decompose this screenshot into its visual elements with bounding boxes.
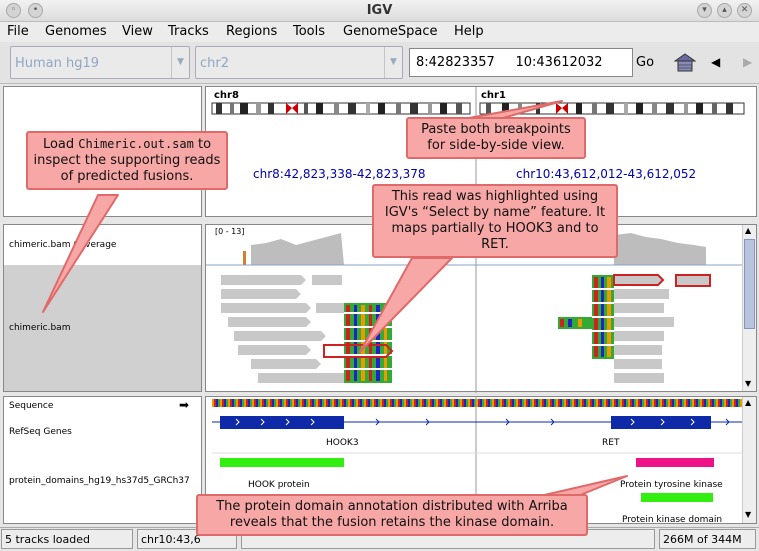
data-name-panel: chimeric.bam Coverage chimeric.bam [3,224,202,392]
feature-name-panel: Sequence ➡ RefSeq Genes protein_domains_… [3,396,202,524]
menu-tools[interactable]: Tools [293,24,326,39]
refseq-track-label[interactable]: RefSeq Genes [9,427,72,437]
genome-dropdown[interactable]: Human hg19 ▼ [10,46,190,79]
chromosome-dropdown[interactable]: chr2 ▼ [195,46,403,79]
sequence-track-label[interactable]: Sequence [9,401,54,411]
chevron-down-icon: ▼ [384,47,402,78]
gene-hook3-label: HOOK3 [326,438,359,448]
minimize-icon[interactable]: ▾ [697,3,712,18]
app-menu-icon[interactable]: ◦ [6,3,21,18]
maximize-icon[interactable]: ▴ [717,3,732,18]
chromosome-value: chr2 [200,56,230,71]
menu-regions[interactable]: Regions [226,24,278,39]
scroll-up-icon[interactable]: ▲ [745,398,752,407]
callout-paste-text: Paste both breakpoints for side-by-side … [421,122,571,153]
menu-bar: File Genomes View Tracks Regions Tools G… [0,22,759,42]
scrollbar-thumb[interactable] [744,239,755,329]
menu-genomespace[interactable]: GenomeSpace [343,24,438,39]
gene-ret-label: RET [602,438,620,448]
callout-protein-text: The protein domain annotation distribute… [216,499,568,530]
right-locus-label: chr10:43,612,012-43,612,052 [516,167,697,181]
callout-paste-breakpoints: Paste both breakpoints for side-by-side … [406,117,586,159]
pin-icon[interactable]: • [28,3,43,18]
scroll-up-icon[interactable]: ▲ [745,226,752,235]
callout-protein-domain: The protein domain annotation distribute… [196,494,588,536]
genome-value: Human hg19 [15,56,100,71]
menu-tracks[interactable]: Tracks [168,24,209,39]
coverage-track-label[interactable]: chimeric.bam Coverage [9,240,117,250]
ideogram-left-chr: chr8 [214,90,239,101]
bam-track-label[interactable]: chimeric.bam [9,323,71,333]
back-icon[interactable]: ◀ [711,55,721,69]
ideogram-right-chr: chr1 [481,90,506,101]
forward-icon[interactable]: ▶ [743,55,753,69]
callout-load-filename: Chimeric.out.sam [78,137,194,151]
menu-view[interactable]: View [122,24,153,39]
domain-tyr-kinase-label: Protein tyrosine kinase [620,480,723,490]
alignment-scrollbar[interactable]: ▲ ▼ [742,225,756,391]
close-icon[interactable]: ✕ [737,3,752,18]
chevron-down-icon: ▼ [171,47,189,78]
callout-load-prefix: Load [42,137,79,152]
toolbar: Human hg19 ▼ chr2 ▼ 8:42823357 10:436120… [0,42,759,84]
tracks-loaded-status: 5 tracks loaded [1,529,133,549]
memory-status: 266M of 344M [659,529,756,549]
menu-help[interactable]: Help [454,24,484,39]
locus-value: 8:42823357 10:43612032 [416,55,603,70]
window-title: IGV [366,3,393,18]
scroll-down-icon[interactable]: ▼ [745,510,752,519]
alignment-panel[interactable]: [0 - 13] [205,224,757,393]
domain-hook-label: HOOK protein [248,480,310,490]
callout-load-file: Load Chimeric.out.sam to inspect the sup… [26,131,228,190]
menu-file[interactable]: File [7,24,29,39]
callout-load-text: to inspect the supporting reads of predi… [33,137,221,184]
protein-track-label[interactable]: protein_domains_hg19_hs37d5_GRCh37 [9,476,190,486]
feature-tracks [212,397,742,525]
callout-highlight-text: This read was highlighted using IGV's “S… [384,189,606,252]
left-locus-label: chr8:42,823,338-42,823,378 [253,167,426,181]
strand-arrow-icon[interactable]: ➡ [179,398,190,412]
home-icon[interactable] [674,53,696,73]
coverage-range: [0 - 13] [215,227,245,236]
title-bar: ◦ • IGV ▾ ▴ ✕ [0,0,759,22]
menu-genomes[interactable]: Genomes [45,24,107,39]
locus-input[interactable]: 8:42823357 10:43612032 [409,48,633,77]
callout-highlighted-read: This read was highlighted using IGV's “S… [372,184,618,258]
domain-kinase-label: Protein kinase domain [622,515,723,525]
go-button[interactable]: Go [636,55,655,70]
scroll-down-icon[interactable]: ▼ [745,379,752,388]
feature-scrollbar[interactable]: ▲ ▼ [742,397,756,523]
